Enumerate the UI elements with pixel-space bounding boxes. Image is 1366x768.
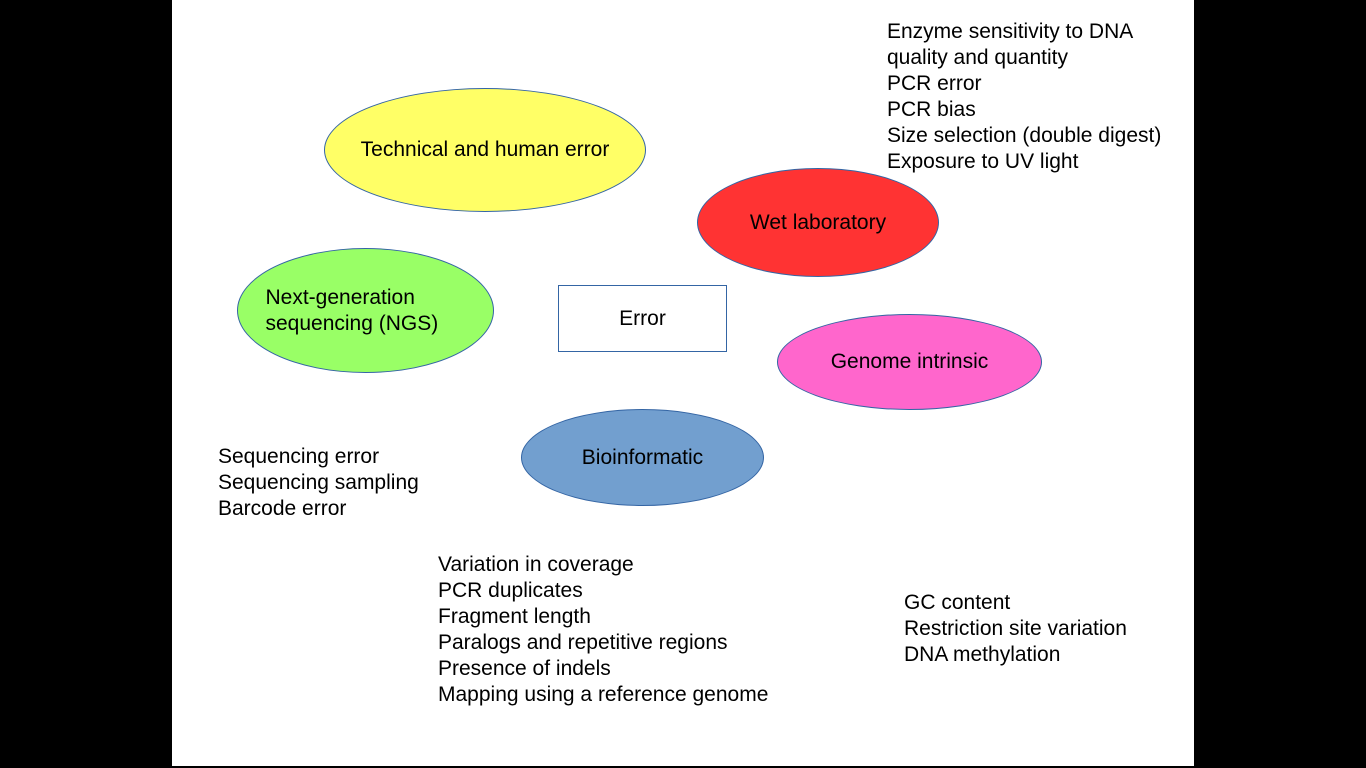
list-item: Restriction site variation <box>904 617 1127 640</box>
list-item: Exposure to UV light <box>887 150 1079 173</box>
error-box: Error <box>558 285 727 352</box>
list-item: quality and quantity <box>887 46 1068 69</box>
slide: Technical and human error Wet laboratory… <box>172 0 1194 766</box>
bioinformatic-label: Bioinformatic <box>581 445 704 469</box>
list-item: Size selection (double digest) <box>887 124 1162 147</box>
genome-intrinsic-label: Genome intrinsic <box>830 350 989 373</box>
ngs-ellipse: Next-generation sequencing (NGS) <box>237 248 494 373</box>
error-label: Error <box>619 306 666 330</box>
list-item: Presence of indels <box>438 657 611 680</box>
wet-laboratory-ellipse: Wet laboratory <box>697 168 939 277</box>
bioinformatic-ellipse: Bioinformatic <box>521 409 764 506</box>
genome-intrinsic-list: GC content Restriction site variation DN… <box>904 590 1127 668</box>
list-item: Paralogs and repetitive regions <box>438 631 728 654</box>
ngs-list: Sequencing error Sequencing sampling Bar… <box>218 444 419 522</box>
bioinformatic-list: Variation in coverage PCR duplicates Fra… <box>438 552 768 708</box>
list-item: PCR bias <box>887 98 976 121</box>
list-item: Barcode error <box>218 497 347 520</box>
list-item: Enzyme sensitivity to DNA <box>887 20 1134 43</box>
ngs-label: Next-generation sequencing (NGS) <box>265 285 439 335</box>
list-item: Variation in coverage <box>438 553 634 576</box>
list-item: Fragment length <box>438 605 591 628</box>
list-item: Mapping using a reference genome <box>438 683 769 706</box>
list-item: GC content <box>904 591 1011 614</box>
technical-human-error-label: Technical and human error <box>360 138 610 161</box>
genome-intrinsic-ellipse: Genome intrinsic <box>777 314 1042 410</box>
list-item: PCR error <box>887 72 982 95</box>
list-item: DNA methylation <box>904 643 1061 666</box>
wet-laboratory-label: Wet laboratory <box>749 210 887 234</box>
wet-laboratory-list: Enzyme sensitivity to DNA quality and qu… <box>887 19 1161 175</box>
technical-human-error-ellipse: Technical and human error <box>324 88 646 212</box>
list-item: PCR duplicates <box>438 579 583 602</box>
list-item: Sequencing error <box>218 445 380 468</box>
list-item: Sequencing sampling <box>218 471 419 494</box>
